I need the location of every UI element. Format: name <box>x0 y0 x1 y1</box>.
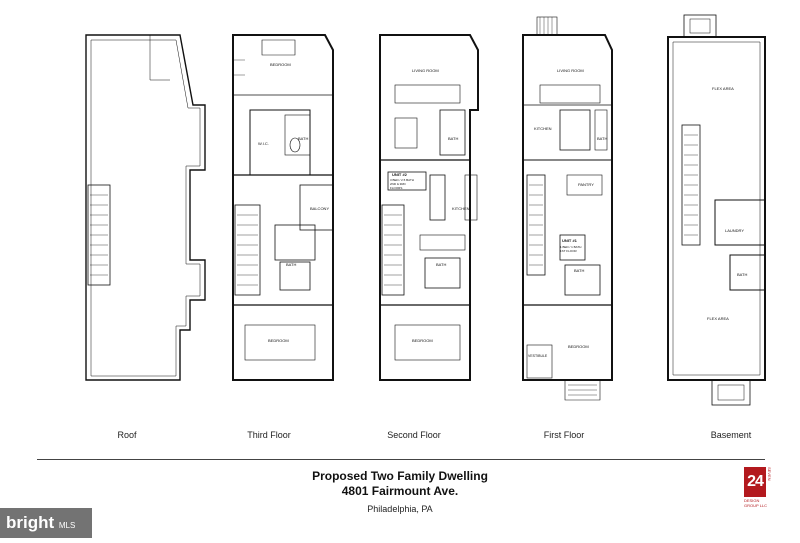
room-label: FLEX AREA <box>712 86 734 91</box>
design-group-logo: 24 SEVEN DESIGN GROUP LLC <box>744 467 772 513</box>
project-title: Proposed Two Family Dwelling <box>312 469 488 483</box>
room-label: W.I.C. <box>258 141 269 146</box>
room-label: LIVING ROOM <box>412 68 439 73</box>
room-label: LAUNDRY <box>725 228 744 233</box>
basement-plan <box>667 14 766 406</box>
project-city: Philadelphia, PA <box>367 504 433 514</box>
room-labels: BEDROOM W.I.C. BATH BALCONY BATH BEDROOM… <box>258 62 747 358</box>
unit-title: UNIT #2 <box>392 172 408 177</box>
third-floor-plan <box>232 34 334 381</box>
room-label: KITCHEN <box>534 126 552 131</box>
room-label: BALCONY <box>310 206 329 211</box>
room-label: FLEX AREA <box>707 316 729 321</box>
title-divider <box>37 459 765 460</box>
plan-label-roof: Roof <box>117 430 137 440</box>
room-label: PANTRY <box>578 182 594 187</box>
room-label: BEDROOM <box>568 344 589 349</box>
room-label: BATH <box>597 136 607 141</box>
plan-label-third-floor: Third Floor <box>247 430 291 440</box>
room-label: KITCHEN <box>452 206 470 211</box>
logo-number: 24 <box>744 467 766 497</box>
room-label: BATH <box>574 268 584 273</box>
watermark-suffix: MLS <box>58 521 76 530</box>
unit-info: 1 BED / 1 BATH <box>560 245 581 249</box>
room-label: BATH <box>436 262 446 267</box>
unit-info: FLOORS <box>390 186 402 190</box>
room-label: BEDROOM <box>412 338 433 343</box>
logo-sub-text: DESIGN GROUP LLC <box>744 498 768 508</box>
room-label: VESTIBULE <box>528 354 548 358</box>
room-label: BEDROOM <box>270 62 291 67</box>
watermark-brand: bright <box>6 513 55 532</box>
first-floor-plan <box>522 16 613 401</box>
room-label: LIVING ROOM <box>557 68 584 73</box>
second-floor-plan <box>379 34 479 381</box>
room-label: BATH <box>448 136 458 141</box>
plan-label-second-floor: Second Floor <box>387 430 441 440</box>
plan-label-basement: Basement <box>710 430 752 440</box>
room-label: BATH <box>298 136 308 141</box>
room-label: BEDROOM <box>268 338 289 343</box>
room-label: BATH <box>737 272 747 277</box>
project-address: 4801 Fairmount Ave. <box>341 484 459 498</box>
unit-info: 2ND & 3RD <box>390 182 407 186</box>
room-label: BATH <box>286 262 296 267</box>
unit-title: UNIT #1 <box>562 238 578 243</box>
logo-side-text: SEVEN <box>767 467 772 481</box>
roof-plan <box>85 34 206 381</box>
title-block: Proposed Two Family Dwelling 4801 Fairmo… <box>250 469 550 516</box>
plan-label-first-floor: First Floor <box>543 430 585 440</box>
brightmls-watermark: bright MLS <box>0 508 92 538</box>
unit-info: 1ST FLOOR <box>560 249 577 253</box>
unit-info: 3 BED / 2.5 BATH <box>390 178 414 182</box>
